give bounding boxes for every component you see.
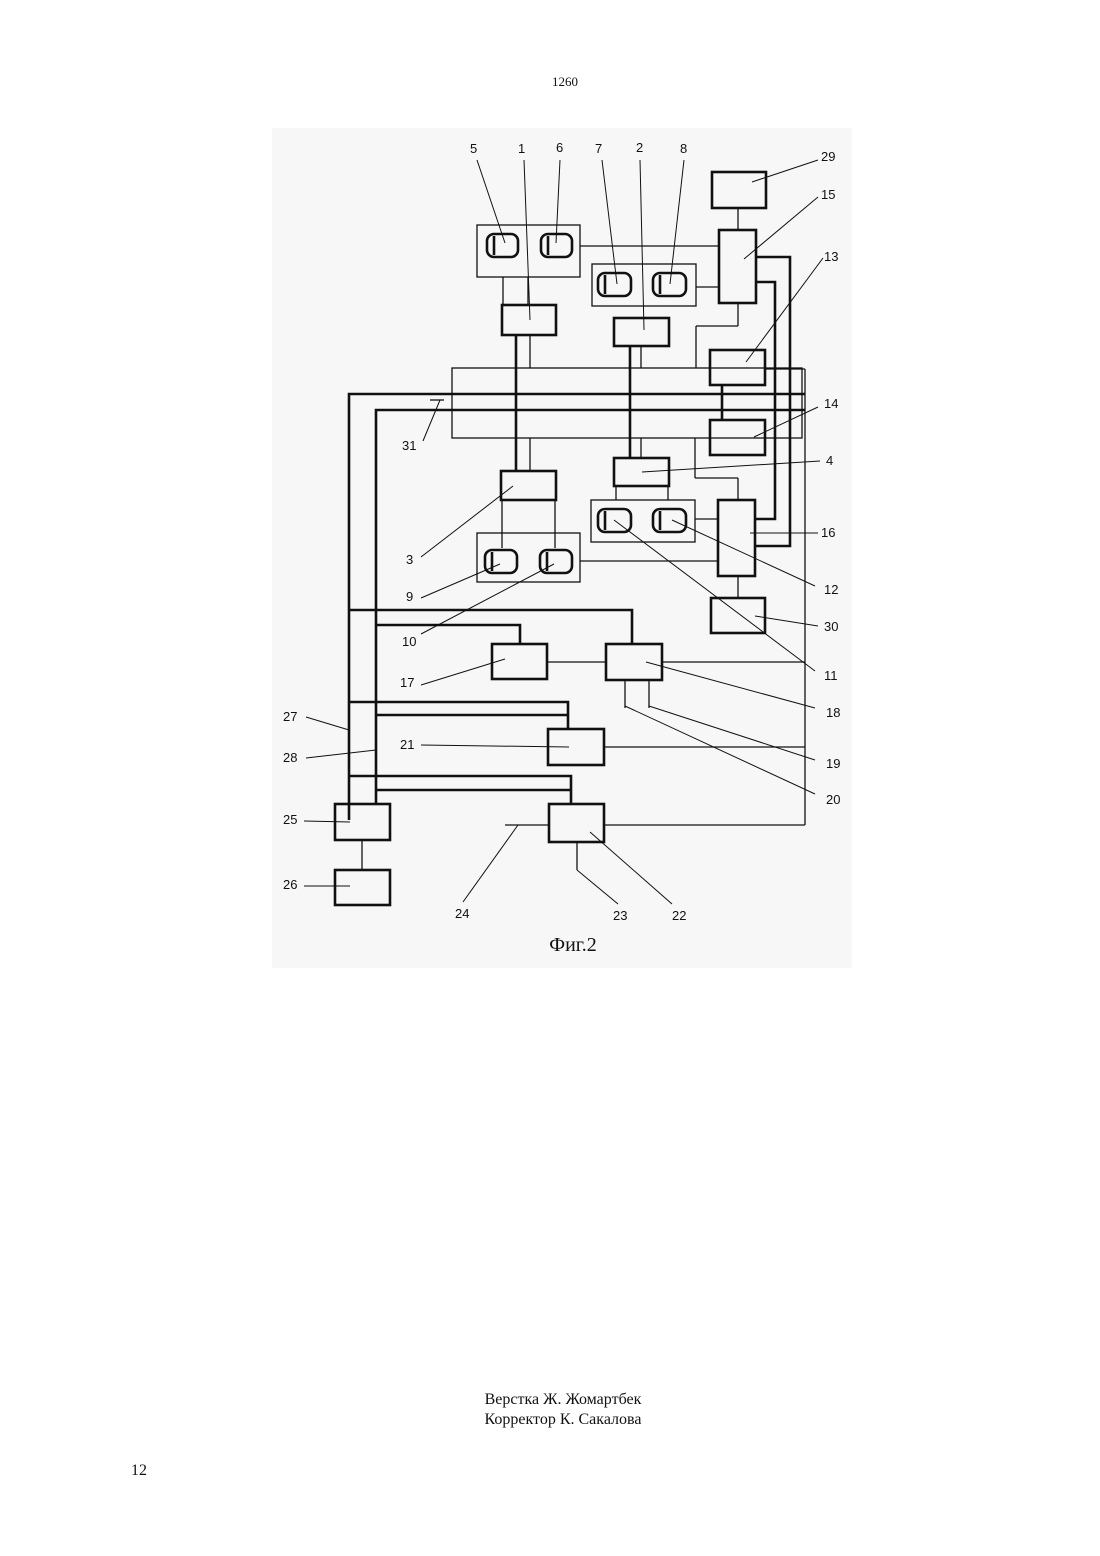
label-5: 5 [470,141,477,156]
label-8: 8 [680,141,687,156]
label-20: 20 [826,792,840,807]
cylinder-5 [487,234,518,257]
bus-frame [452,368,802,438]
label-27: 27 [283,709,297,724]
credit-proofreader: Корректор К. Сакалова [0,1410,1100,1430]
block-1 [502,305,556,335]
cylinder-12 [653,509,686,532]
block-2 [614,318,669,346]
block-22 [549,804,604,842]
label-12: 12 [824,582,838,597]
label-16: 16 [821,525,835,540]
credit-layout: Верстка Ж. Жомартбек [0,1390,1100,1410]
block-17 [492,644,547,679]
cylinder-7 [598,273,631,296]
credits-block: Верстка Ж. Жомартбек Корректор К. Сакало… [0,1390,1100,1430]
block-diagram: 5 1 6 7 2 8 29 15 13 14 4 16 12 30 11 18… [0,0,1100,980]
cylinder-10 [540,550,572,573]
block-15 [719,230,756,303]
cylinder-9 [485,550,517,573]
label-15: 15 [821,187,835,202]
enclosure-7-8 [592,264,696,306]
block-16 [718,500,755,576]
label-13: 13 [824,249,838,264]
label-11: 11 [824,668,838,683]
label-25: 25 [283,812,297,827]
footer-page-number: 12 [131,1462,147,1480]
label-31: 31 [402,438,416,453]
label-7: 7 [595,141,602,156]
label-1: 1 [518,141,525,156]
block-18 [606,644,662,680]
label-26: 26 [283,877,297,892]
cylinder-8 [653,273,686,296]
figure-caption: Фиг.2 [0,934,1100,957]
block-26 [335,870,390,905]
label-9: 9 [406,589,413,604]
label-24: 24 [455,906,469,921]
label-28: 28 [283,750,297,765]
label-21: 21 [400,737,414,752]
label-17: 17 [400,675,414,690]
block-29 [712,172,766,208]
label-22: 22 [672,908,686,923]
enclosure-11-12 [591,500,695,542]
block-3 [501,471,556,500]
label-14: 14 [824,396,838,411]
label-3: 3 [406,552,413,567]
label-30: 30 [824,619,838,634]
label-4: 4 [826,453,833,468]
label-29: 29 [821,149,835,164]
label-2: 2 [636,140,643,155]
label-10: 10 [402,634,416,649]
block-4 [614,458,669,486]
label-18: 18 [826,705,840,720]
label-19: 19 [826,756,840,771]
label-23: 23 [613,908,627,923]
label-6: 6 [556,140,563,155]
